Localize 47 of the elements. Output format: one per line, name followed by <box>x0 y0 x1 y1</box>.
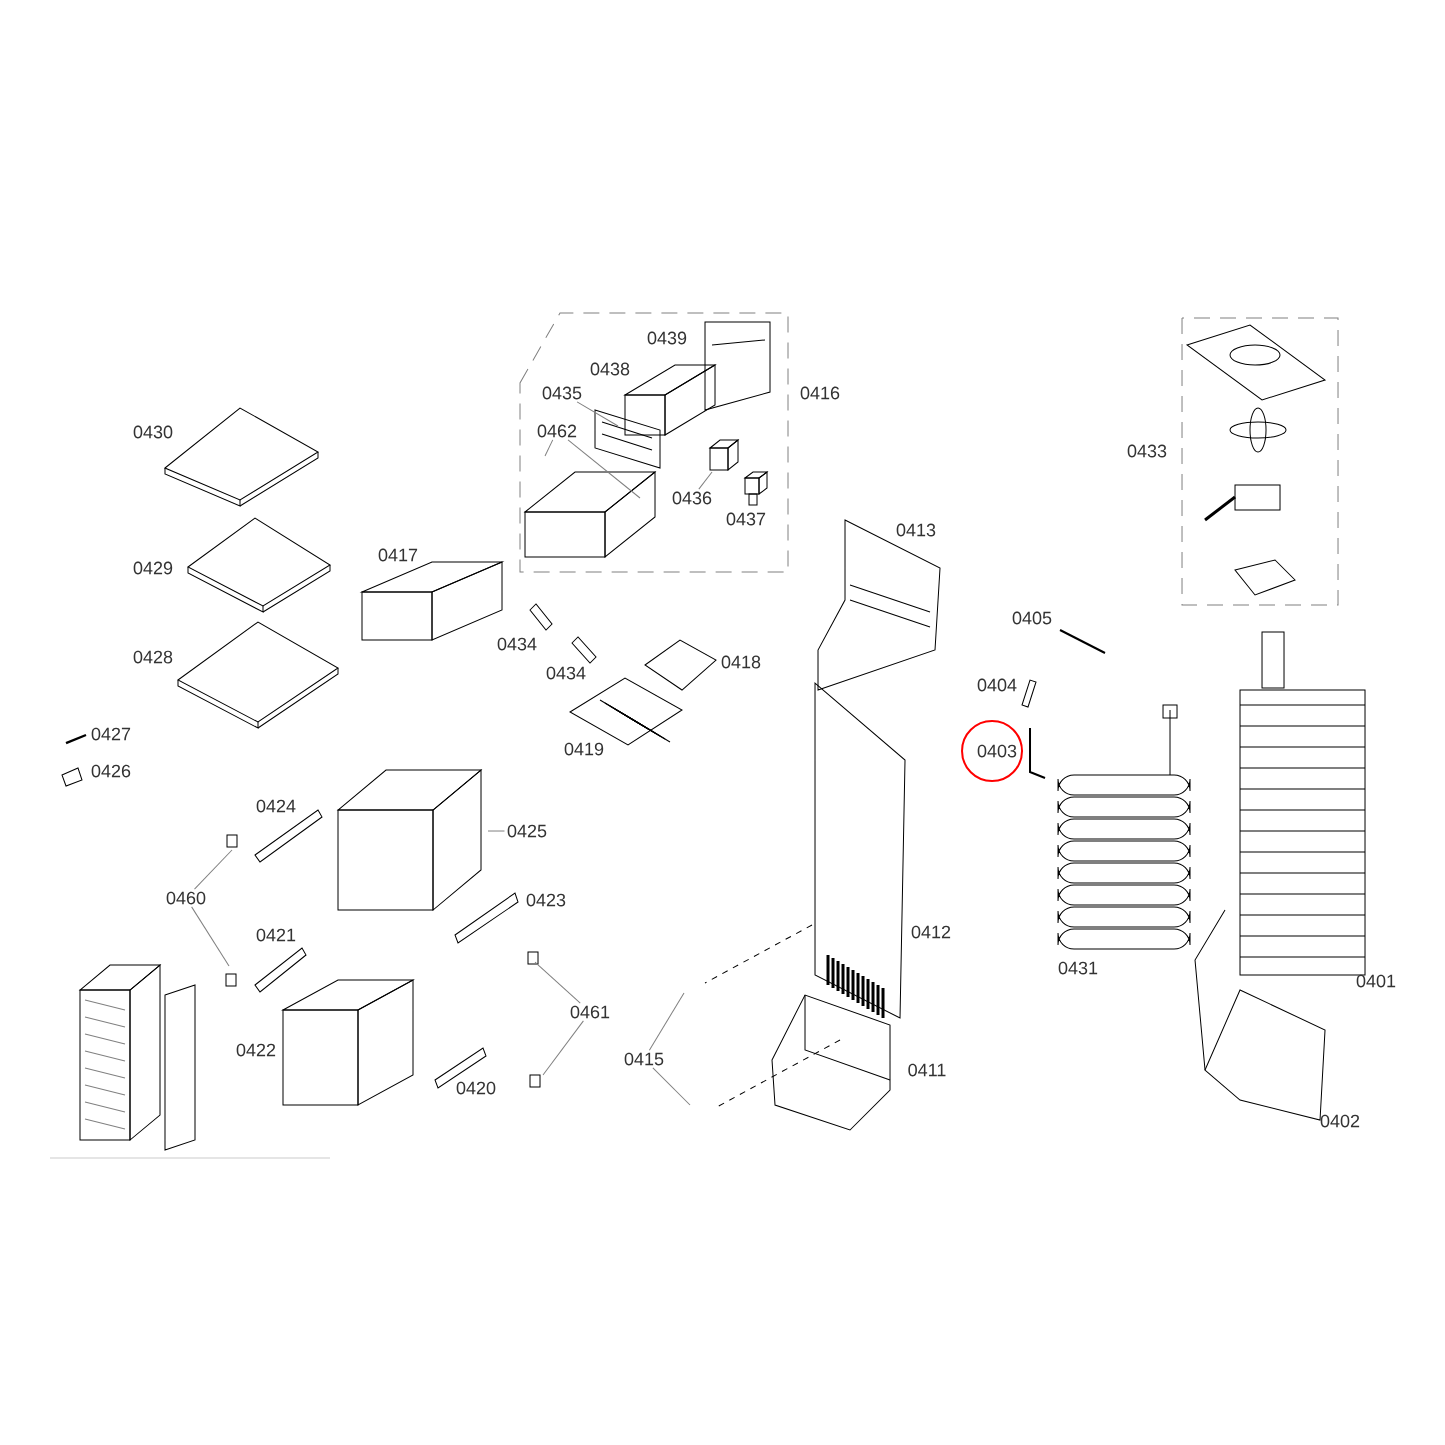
leader-line <box>542 1020 584 1076</box>
callout-number: 0433 <box>1127 444 1167 458</box>
callout-number: 0412 <box>911 925 951 939</box>
callout-number: 0405 <box>1012 611 1052 625</box>
callout-number: 0419 <box>564 742 604 756</box>
callout-number: 0403 <box>977 744 1017 758</box>
callout-number: 0461 <box>570 1005 610 1019</box>
leader-line <box>648 992 685 1051</box>
leader-line <box>487 830 505 832</box>
callout-number: 0423 <box>526 893 566 907</box>
leader-line <box>576 401 619 427</box>
callout-number: 0427 <box>91 727 131 741</box>
callout-number: 0439 <box>647 331 687 345</box>
callout-number: 0438 <box>590 362 630 376</box>
callout-number: 0417 <box>378 548 418 562</box>
callout-number: 0404 <box>977 678 1017 692</box>
callout-number: 0413 <box>896 523 936 537</box>
callout-number: 0425 <box>507 824 547 838</box>
leader-line <box>534 961 581 1004</box>
callout-number: 0402 <box>1320 1114 1360 1128</box>
callout-number: 0430 <box>133 425 173 439</box>
callout-number: 0462 <box>537 424 577 438</box>
callout-number: 0460 <box>166 891 206 905</box>
leader-line <box>652 1067 691 1106</box>
callout-number: 0436 <box>672 491 712 505</box>
leader-line <box>567 439 641 499</box>
leader-line <box>191 906 230 967</box>
callout-number: 0428 <box>133 650 173 664</box>
callout-number: 0434 <box>546 666 586 680</box>
callout-number: 0422 <box>236 1043 276 1057</box>
callout-number: 0401 <box>1356 974 1396 988</box>
callout-number: 0421 <box>256 928 296 942</box>
callout-number: 0431 <box>1058 961 1098 975</box>
callout-number: 0416 <box>800 386 840 400</box>
callout-number: 0435 <box>542 386 582 400</box>
callout-number: 0418 <box>721 655 761 669</box>
leader-line <box>698 471 713 490</box>
callout-number: 0411 <box>908 1063 946 1077</box>
callout-number: 0424 <box>256 799 296 813</box>
callout-number: 0420 <box>456 1081 496 1095</box>
callout-number: 0426 <box>91 764 131 778</box>
callout-number: 0437 <box>726 512 766 526</box>
leader-line <box>194 849 233 890</box>
callout-number: 0434 <box>497 637 537 651</box>
callout-number: 0415 <box>624 1052 664 1066</box>
callout-number: 0429 <box>133 561 173 575</box>
leader-line <box>544 439 554 457</box>
